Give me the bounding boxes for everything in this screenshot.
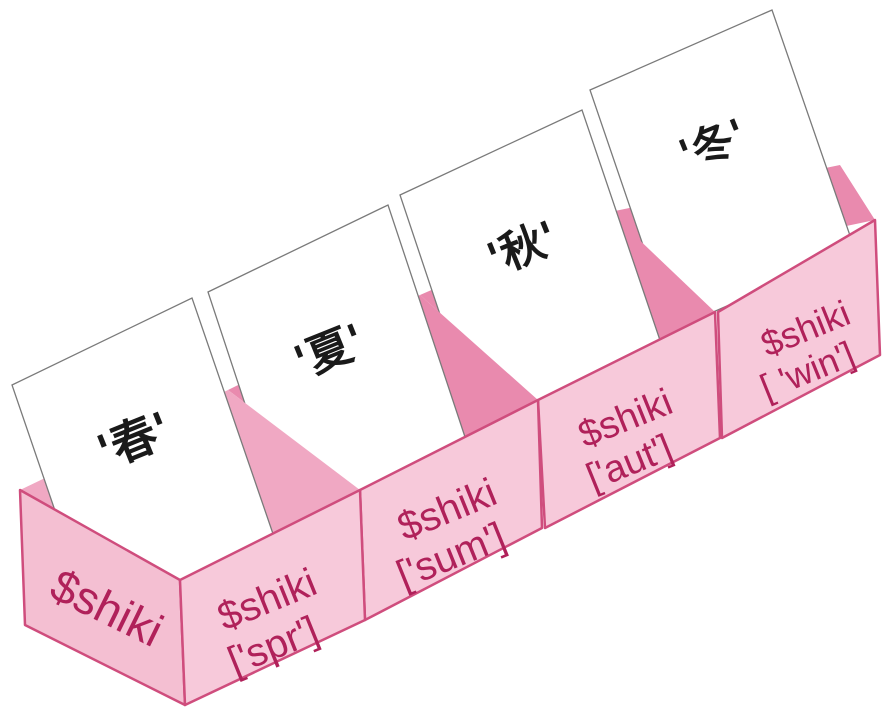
box-aut-front [536,310,722,530]
box-win-front [716,218,882,440]
box-spr: '春' $shiki $shiki ['spr'] [11,297,367,707]
box-spr-front [178,488,367,707]
